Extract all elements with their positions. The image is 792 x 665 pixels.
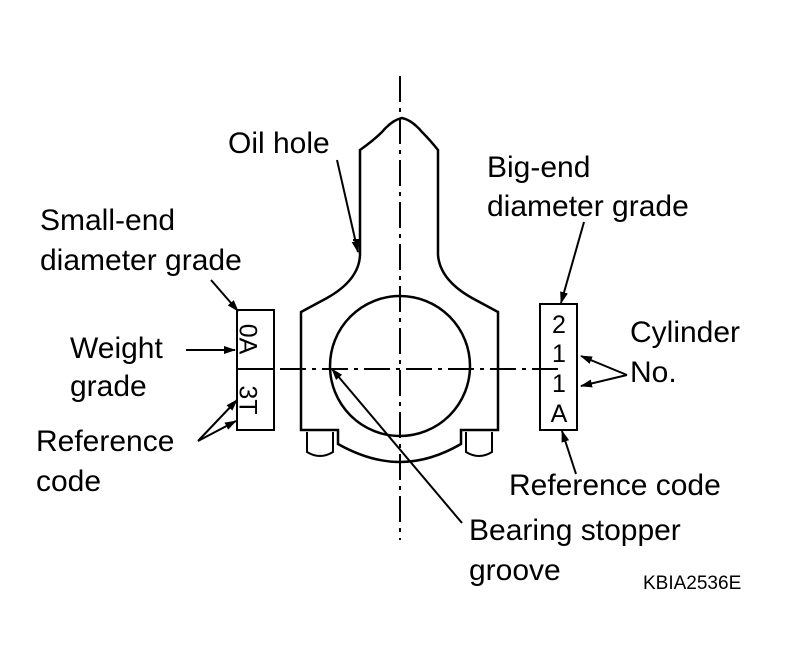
oil-hole-label: Oil hole bbox=[228, 127, 330, 160]
leader-lines bbox=[186, 159, 628, 524]
small-end-grade-label-line1: Small-end bbox=[40, 204, 175, 237]
rod-body-outline bbox=[299, 116, 500, 464]
cylinder-no-label-line1: Cylinder bbox=[630, 316, 740, 349]
oil-hole-leader bbox=[336, 159, 360, 253]
small-end-weight-marking: 0A bbox=[233, 324, 261, 355]
left-bolt-head bbox=[306, 432, 334, 457]
reference-code-marking-left: 3T bbox=[233, 385, 261, 414]
cylinder-no-label-line2: No. bbox=[630, 356, 677, 389]
cylinder-no-marking-1: 1 bbox=[552, 340, 566, 368]
big-end-grade-leader bbox=[560, 221, 585, 304]
big-end-grade-marking: 2 bbox=[552, 311, 566, 339]
big-end-grade-label-line1: Big-end bbox=[487, 151, 590, 184]
figure-code: KBIA2536E bbox=[643, 573, 741, 594]
big-end-grade-label-line2: diameter grade bbox=[487, 190, 689, 223]
bearing-groove-leader bbox=[331, 368, 463, 524]
cylinder-no-leader-2 bbox=[580, 374, 628, 388]
weight-grade-label-line1: Weight bbox=[70, 332, 163, 365]
weight-grade-label-line2: grade bbox=[70, 370, 147, 403]
right-bolt-head bbox=[465, 432, 493, 457]
left-marking-box: 0A 3T bbox=[233, 309, 275, 431]
right-marking-box: 2 1 1 A bbox=[539, 303, 578, 431]
reference-code-marking-right: A bbox=[551, 400, 568, 428]
reference-code-left-label-line1: Reference bbox=[36, 425, 174, 458]
small-end-grade-label-line2: diameter grade bbox=[40, 244, 242, 277]
cylinder-no-marking-2: 1 bbox=[552, 370, 566, 398]
reference-code-right-leader bbox=[561, 430, 577, 475]
reference-code-left-leader-2 bbox=[197, 420, 237, 442]
reference-code-right-label: Reference code bbox=[509, 469, 721, 502]
bearing-groove-label-line1: Bearing stopper bbox=[469, 514, 681, 547]
bearing-groove-label-line2: groove bbox=[469, 554, 561, 587]
reference-code-left-label-line2: code bbox=[36, 465, 101, 498]
reference-code-left-leader-1 bbox=[197, 399, 238, 442]
cylinder-no-leader-1 bbox=[580, 355, 628, 376]
small-end-grade-leader bbox=[210, 279, 239, 312]
